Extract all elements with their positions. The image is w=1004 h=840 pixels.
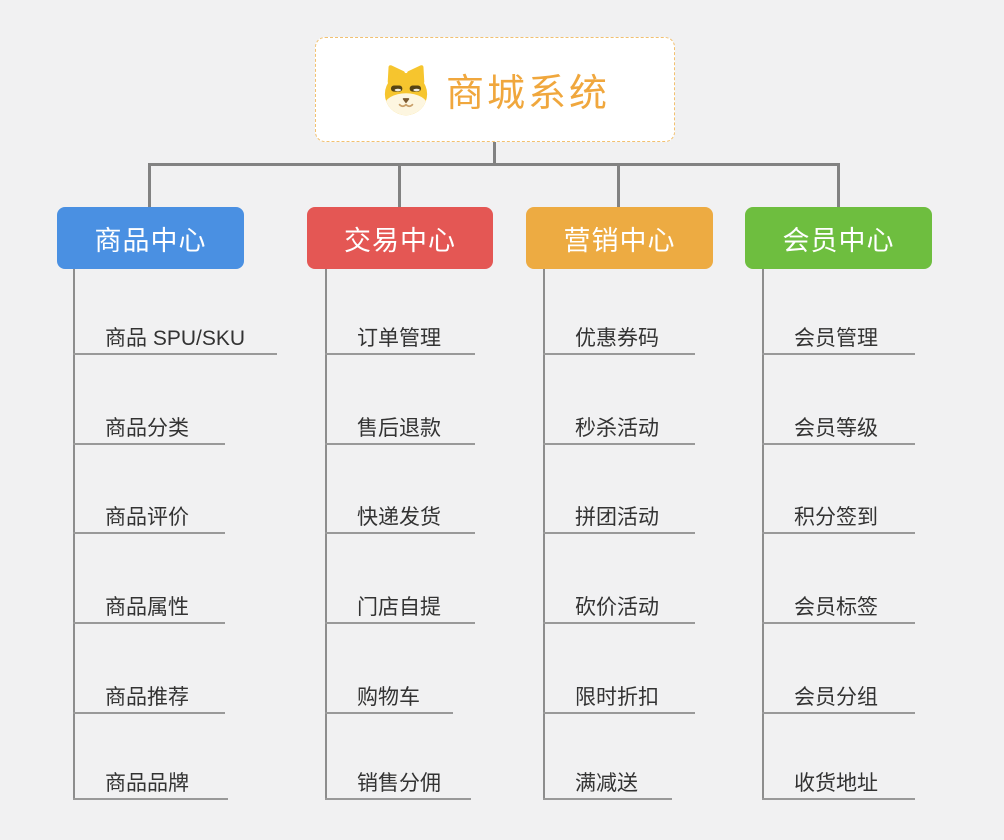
child-node[interactable]: 收货地址 [762,762,915,800]
root-node[interactable]: 商城系统 [315,37,675,142]
child-node[interactable]: 会员标签 [762,586,915,624]
child-node[interactable]: 拼团活动 [543,496,695,534]
trunk-marketing-center [543,269,545,800]
child-node[interactable]: 销售分佣 [325,762,471,800]
child-node[interactable]: 秒杀活动 [543,407,695,445]
root-title: 商城系统 [445,73,610,115]
branch-member-center[interactable]: 会员中心 [745,207,932,269]
child-node[interactable]: 售后退款 [325,407,475,445]
child-node[interactable]: 快递发货 [325,496,475,534]
connector-drop-3 [617,163,620,207]
child-node[interactable]: 购物车 [325,676,453,714]
child-node[interactable]: 积分签到 [762,496,915,534]
trunk-trade-center [325,269,327,800]
child-node[interactable]: 门店自提 [325,586,475,624]
child-node[interactable]: 会员分组 [762,676,915,714]
child-node[interactable]: 商品评价 [73,496,225,534]
branch-product-center[interactable]: 商品中心 [57,207,244,269]
branch-trade-center[interactable]: 交易中心 [307,207,493,269]
child-node[interactable]: 订单管理 [325,317,475,355]
child-node[interactable]: 商品属性 [73,586,225,624]
child-node[interactable]: 优惠券码 [543,317,695,355]
child-node[interactable]: 会员管理 [762,317,915,355]
child-node[interactable]: 商品分类 [73,407,225,445]
trunk-member-center [762,269,764,800]
doge-icon [384,64,428,115]
connector-drop-1 [148,163,151,207]
child-node[interactable]: 商品推荐 [73,676,225,714]
connector-horizontal [148,163,839,166]
child-node[interactable]: 商品品牌 [73,762,228,800]
child-node[interactable]: 砍价活动 [543,586,695,624]
trunk-product-center [73,269,75,800]
child-node[interactable]: 限时折扣 [543,676,695,714]
connector-root-drop [493,141,496,164]
child-node[interactable]: 商品 SPU/SKU [73,317,277,355]
branch-marketing-center[interactable]: 营销中心 [526,207,713,269]
child-node[interactable]: 会员等级 [762,407,915,445]
child-node[interactable]: 满减送 [543,762,672,800]
connector-drop-2 [398,163,401,207]
connector-drop-4 [837,163,840,207]
